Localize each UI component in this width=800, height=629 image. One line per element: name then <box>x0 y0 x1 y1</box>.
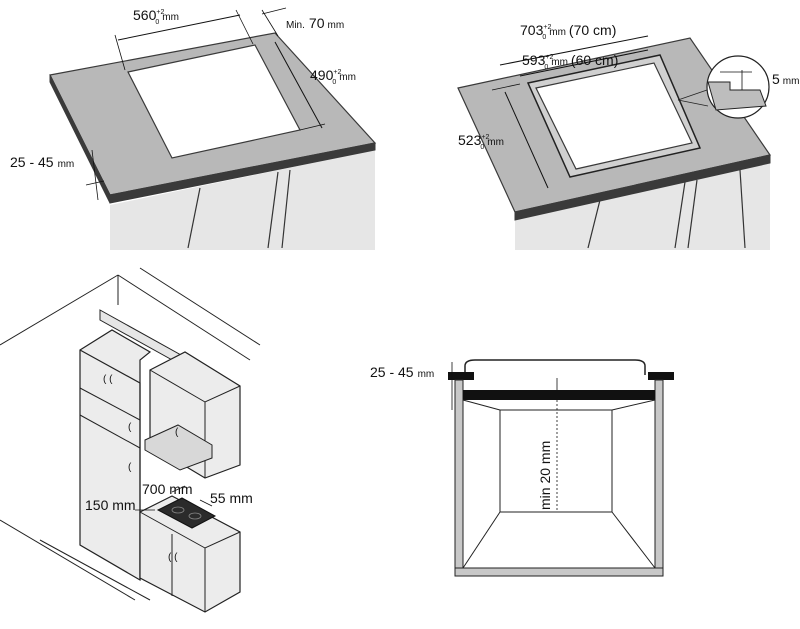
rear-clearance-label: 55 mm <box>210 490 253 506</box>
handle-icon: ( ( <box>168 552 178 563</box>
floor-line <box>39 539 151 601</box>
cabinet-divider <box>79 387 141 421</box>
cabinet-door-line <box>687 179 698 249</box>
cabinet-door-line <box>674 181 686 249</box>
depth-dimension-line <box>504 91 549 189</box>
cabinet-door-line <box>267 171 279 249</box>
cabinet-bottom <box>454 567 664 577</box>
side-clearance-label: 150 mm <box>85 497 136 513</box>
inner-edge <box>462 511 501 569</box>
inner-edge <box>611 511 656 569</box>
inner-edge <box>462 399 501 411</box>
worktop-edge <box>514 154 771 221</box>
detail-leader <box>677 89 708 101</box>
wall-line <box>139 267 261 346</box>
handle-icon: ( <box>175 427 179 438</box>
panel-kitchen-layout: ( ( ( ( ( ( ( 700 mm 150 mm 55 mm <box>0 267 261 613</box>
cabinet-door-line <box>281 169 291 249</box>
hob-zone-icon <box>188 512 202 520</box>
cabinet-divider <box>79 414 141 449</box>
tall-cabinet <box>79 329 152 582</box>
depth-dimension-line <box>274 41 323 129</box>
dimension-line <box>171 485 186 493</box>
cabinet-shelf <box>463 390 655 400</box>
cabinet-door-line <box>187 187 201 249</box>
extension-line <box>261 9 279 37</box>
cabinet-front <box>515 160 770 250</box>
cutout-hole <box>535 62 693 170</box>
thickness-tick <box>85 180 105 186</box>
inner-back <box>499 409 613 513</box>
extension-line <box>299 123 326 131</box>
wall-line <box>0 274 119 346</box>
hob-zone-icon <box>171 506 185 514</box>
extension-line <box>491 83 521 91</box>
hood-width-label: 700 mm <box>142 481 193 497</box>
outer-dimension-line <box>499 35 649 66</box>
hob-glass <box>156 497 217 529</box>
floor-line <box>0 519 136 601</box>
cabinet-side-left <box>454 379 464 577</box>
handle-icon: ( <box>128 462 132 473</box>
inner-dimension-line <box>519 49 649 77</box>
worktop-right <box>648 372 674 380</box>
detail-leader <box>677 99 709 107</box>
thickness-marker <box>91 149 99 201</box>
inner-edge <box>611 399 656 411</box>
dimension-line <box>199 499 213 507</box>
cabinet-door-line <box>587 199 601 249</box>
worktop-left <box>448 372 474 380</box>
hob-profile <box>464 359 646 375</box>
handle-icon: ( ( <box>103 374 113 385</box>
extension-line <box>235 9 254 45</box>
extension-line <box>114 34 126 71</box>
detail-profile <box>707 81 767 111</box>
base-cabinet <box>139 495 241 613</box>
width-dimension-line <box>117 14 241 41</box>
worktop-side-edge <box>49 74 111 204</box>
cooker-hood <box>144 424 213 471</box>
min-dimension-line <box>261 7 287 15</box>
min-gap-label: min 20 mm <box>537 441 553 510</box>
wall-line <box>117 274 251 361</box>
cabinet-door-line <box>739 169 746 249</box>
cabinet-side-right <box>654 379 664 577</box>
handle-icon: ( <box>128 422 132 433</box>
cabinet-front <box>110 150 375 250</box>
